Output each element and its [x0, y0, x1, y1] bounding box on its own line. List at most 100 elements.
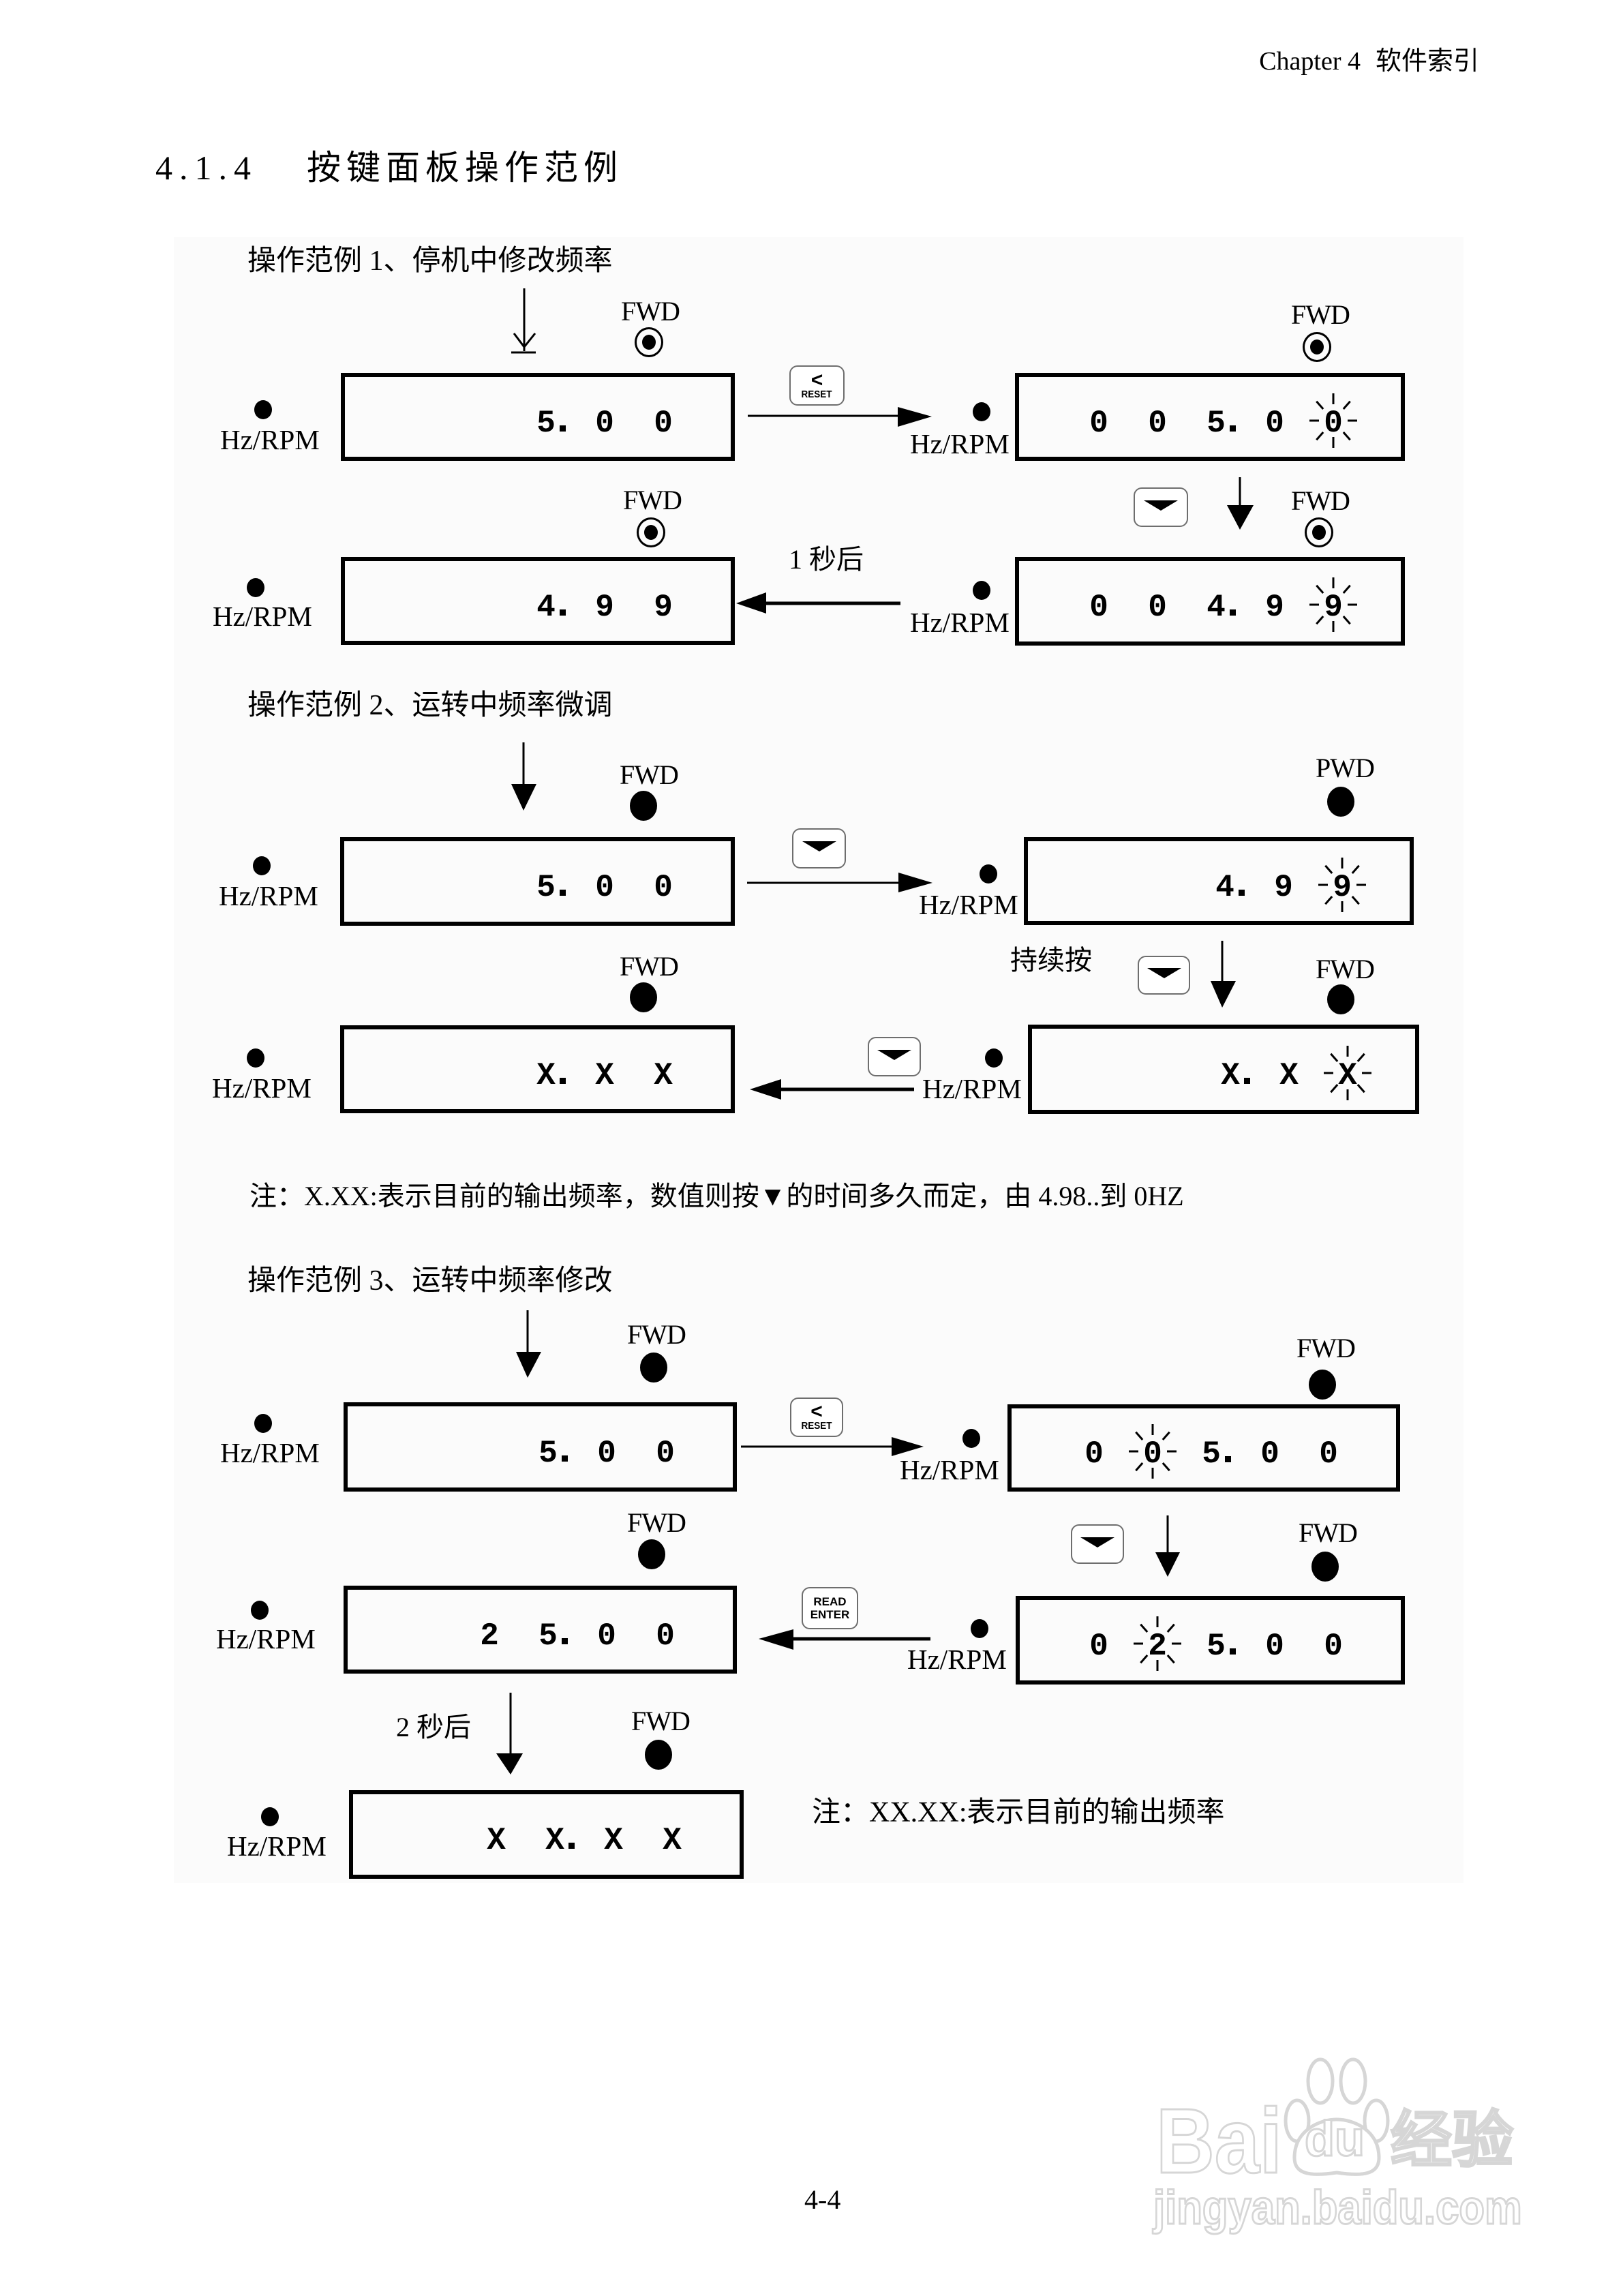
digit-char: 0 [1089, 590, 1108, 625]
direction-label: FWD [1291, 485, 1350, 516]
decimal-point [568, 1843, 575, 1849]
arrow-down-entry-example-3 [516, 1310, 541, 1378]
caption-after-2-seconds: 2 秒后 [396, 1712, 471, 1742]
display-digit: 0 [575, 872, 634, 903]
display-digit: 0 [636, 1438, 695, 1469]
arrow-right-reset-3 [741, 1437, 924, 1456]
blink-ray [1342, 431, 1351, 440]
page-number: 4-4 [804, 2184, 841, 2215]
reset-key-icon: < RESET [789, 365, 845, 406]
arrowhead-icon [1211, 981, 1236, 1008]
down-key-icon [1138, 956, 1190, 995]
blink-ray [1342, 400, 1351, 410]
digit-char: 0 [1089, 1629, 1108, 1664]
watermark-url: jingyan.baidu.com [1153, 2180, 1523, 2235]
down-triangle-icon [1144, 500, 1178, 511]
digit-char: 0 [656, 1435, 675, 1471]
direction-filled-circle-icon [1309, 1370, 1336, 1400]
digit-char: 5 [539, 1618, 558, 1654]
display-digit: X [467, 1825, 526, 1856]
arrowhead-icon [1227, 505, 1254, 530]
caption-after-1-second: 1 秒后 [789, 544, 864, 575]
arrowhead-icon [898, 873, 932, 892]
hz-rpm-indicator-icon [980, 864, 997, 883]
digit-char: 4 [536, 589, 556, 625]
direction-label: FWD [627, 1319, 686, 1350]
left-chevron-icon: < [810, 1400, 823, 1423]
digit-char: 4 [1215, 869, 1234, 905]
chapter-label: Chapter 4 [1259, 47, 1361, 76]
hz-rpm-indicator-icon [247, 1048, 264, 1068]
blink-ray [1330, 1083, 1339, 1093]
hz-rpm-indicator-icon [247, 578, 264, 597]
enter-key-label: ENTER [810, 1608, 850, 1621]
direction-filled-circle-icon [1311, 1552, 1339, 1582]
direction-ring-dot-icon [1305, 517, 1333, 547]
direction-ring-dot-icon [637, 517, 665, 547]
unit-label: Hz/RPM [220, 1437, 320, 1468]
digit-char: 0 [1089, 405, 1108, 441]
display-digit: 9 [1254, 872, 1313, 903]
display-digit: 4 [1187, 592, 1245, 623]
blink-ray [1166, 1623, 1175, 1633]
digit-char: 0 [1265, 405, 1284, 441]
display-digit: 5 [1187, 408, 1245, 439]
blink-ray [1135, 1431, 1144, 1440]
display-digit: 9 [1245, 592, 1304, 623]
digit-char: 9 [654, 589, 673, 625]
direction-label: FWD [620, 951, 679, 982]
digit-char: 5 [1207, 405, 1226, 441]
arrowhead-open-icon [513, 333, 536, 349]
arrow-down-decrement-1 [1227, 477, 1254, 530]
display-digit: X [634, 1060, 693, 1091]
down-triangle-icon [1147, 968, 1181, 978]
direction-label: PWD [1316, 753, 1375, 783]
example-1-title: 操作范例 1、停机中修改频率 [247, 245, 613, 277]
decimal-point [562, 1637, 568, 1644]
blink-ray [1162, 1462, 1170, 1472]
display-digit: X [584, 1825, 643, 1856]
display-digit: 0 [1070, 592, 1128, 623]
decimal-point [1225, 1456, 1231, 1462]
down-key-icon [792, 828, 846, 868]
hz-rpm-indicator-icon [973, 402, 990, 421]
blink-ray [1330, 1053, 1339, 1062]
display-digit: 2 [460, 1620, 519, 1652]
down-key-icon [868, 1037, 921, 1076]
digit-char: 0 [654, 405, 673, 441]
display-digit-blinking: X [1318, 1045, 1377, 1100]
arrow-down-decrement-3 [1155, 1515, 1180, 1577]
arrowhead-icon [750, 1079, 781, 1100]
arrowhead-icon [898, 407, 932, 427]
digit-char: X [663, 1823, 682, 1858]
digit-char: 2 [480, 1618, 499, 1654]
section-heading: 4.1.4 按键面板操作范例 [155, 149, 618, 187]
paw-logo-icon [1284, 2057, 1390, 2176]
display-digit: 0 [1241, 1438, 1299, 1470]
direction-ring-dot-icon [1303, 332, 1331, 362]
digit-char: 0 [1265, 1629, 1284, 1664]
read-key-label: READ [813, 1595, 847, 1608]
digit-char: 9 [1274, 869, 1293, 905]
display-digit: 0 [634, 872, 693, 903]
unit-label: Hz/RPM [922, 1073, 1022, 1104]
display-digit-blinking: 2 [1128, 1616, 1187, 1671]
digit-char: 0 [1324, 1629, 1343, 1664]
unit-label: Hz/RPM [900, 1454, 999, 1485]
blink-rays-icon [1309, 577, 1357, 632]
hz-rpm-indicator-icon [253, 856, 271, 875]
watermark-logo-text: Bai [1155, 2089, 1284, 2192]
display-digit: 5 [1182, 1438, 1241, 1470]
